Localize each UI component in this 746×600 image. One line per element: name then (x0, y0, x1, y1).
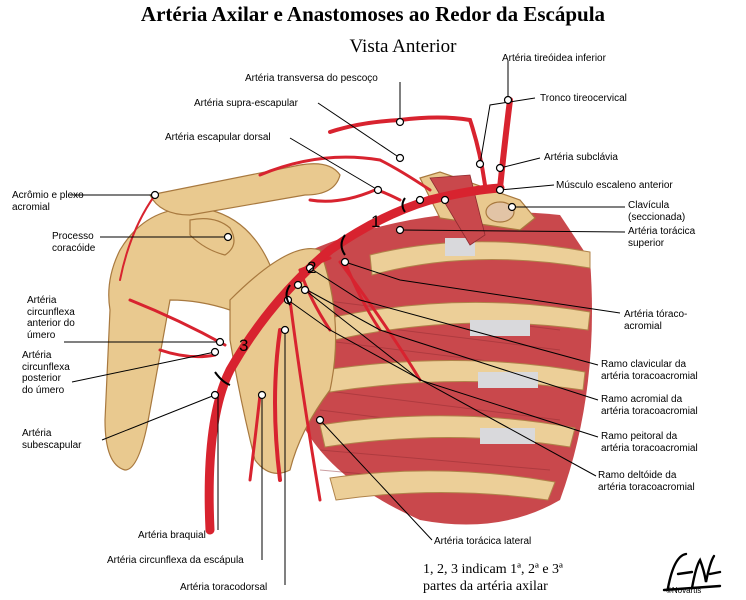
label-circunflexa-escapula: Artéria circunflexa da escápula (107, 555, 244, 566)
part-brackets (214, 197, 406, 386)
thoracic-wall (300, 211, 592, 525)
label-ramo-clavicular: Ramo clavicular da artéria toracoacromia… (601, 359, 698, 382)
label-tronco-tireocervical: Tronco tireocervical (540, 93, 627, 104)
label-tireoidea-inferior: Artéria tireóidea inferior (502, 53, 606, 64)
label-toraco-acromial: Artéria tóraco- acromial (624, 309, 688, 332)
page-subtitle: Vista Anterior (349, 36, 457, 57)
netter-signature-logo (662, 552, 722, 592)
label-toracica-superior: Artéria torácica superior (628, 226, 696, 249)
label-toracodorsal: Artéria toracodorsal (180, 582, 268, 593)
novartis-credit: ©Novartis (666, 586, 702, 595)
part-number-2: 2 (307, 258, 316, 277)
arteries (119, 97, 513, 535)
part-number-3: 3 (239, 336, 248, 355)
footnote: 1, 2, 3 indicam 1ª, 2ª e 3ª partes da ar… (423, 562, 563, 594)
label-subescapular: Artéria subescapular (22, 428, 82, 451)
label-escaleno: Músculo escaleno anterior (556, 180, 673, 191)
label-clavicula: Clavícula (seccionada) (628, 200, 686, 223)
page-title: Artéria Axilar e Anastomoses ao Redor da… (140, 2, 606, 26)
label-ramo-deltoide: Ramo deltóide da artéria toracoacromial (598, 470, 695, 493)
label-transversa-pescoco: Artéria transversa do pescoço (245, 73, 378, 84)
part-number-1: 1 (371, 212, 380, 231)
label-toracica-lateral: Artéria torácica lateral (434, 536, 532, 547)
label-acromio: Acrômio e plexo acromial (12, 190, 84, 213)
label-circunflexa-anterior: Artéria circunflexa anterior do úmero (27, 295, 75, 341)
label-escapular-dorsal: Artéria escapular dorsal (165, 132, 271, 143)
label-braquial: Artéria braquial (138, 530, 206, 541)
label-subclavia: Artéria subclávia (544, 152, 618, 163)
label-processo: Processo coracóide (52, 231, 96, 254)
label-supra-escapular: Artéria supra-escapular (194, 98, 298, 109)
label-ramo-peitoral: Ramo peitoral da artéria toracoacromial (601, 431, 698, 454)
label-circunflexa-posterior: Artéria circunflexa posterior do úmero (22, 350, 70, 396)
leader-lines (64, 61, 626, 585)
label-ramo-acromial: Ramo acromial da artéria toracoacromial (601, 394, 698, 417)
